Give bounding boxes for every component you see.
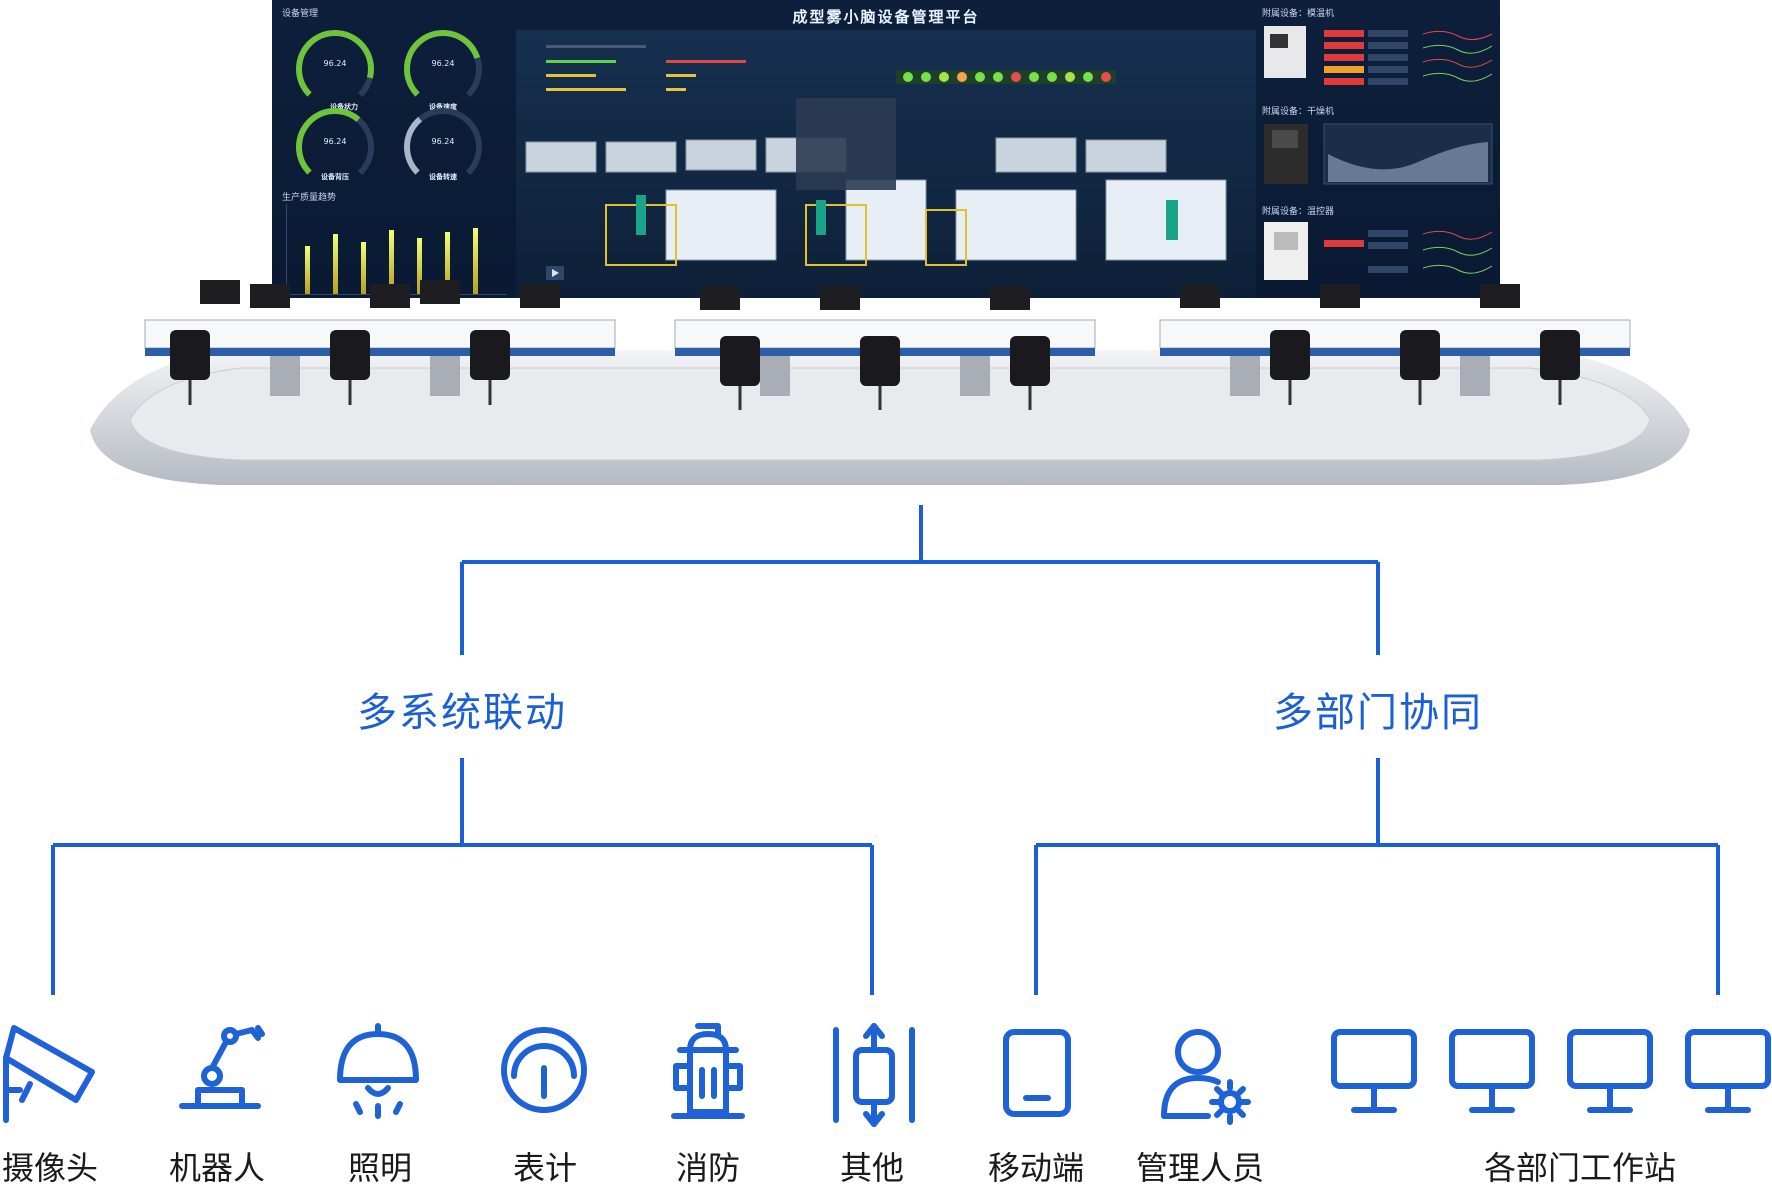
leaf-label-manager: 管理人员 — [1135, 1149, 1264, 1187]
leaf-label-fire: 消防 — [675, 1149, 740, 1187]
right-header-3: 附属设备：温控器 — [1262, 207, 1335, 217]
gauge-3-value: 96.24 — [323, 137, 347, 146]
gauge-1-caption: 设备状力 — [330, 103, 358, 111]
safety-fences — [605, 204, 967, 266]
monitor-icon — [1449, 1029, 1535, 1113]
control-room — [90, 280, 1690, 485]
fire-hydrant-icon — [671, 1023, 745, 1119]
lamp-icon — [337, 1023, 419, 1119]
quality-bar — [305, 246, 310, 294]
gauge-2-value: 96.24 — [431, 59, 455, 68]
dashboard-title: 成型雾小脑设备管理平台 — [792, 8, 980, 26]
gauge-4: 96.24 设备转速 — [398, 102, 488, 192]
leaf-label-camera: 摄像头 — [1, 1149, 98, 1187]
mobile-icon — [1003, 1029, 1071, 1117]
accessory-widgets — [1264, 26, 1493, 280]
gauge-2-dial — [404, 29, 482, 108]
branch-label-multi-system: 多系统联动 — [357, 690, 567, 736]
leaf-label-other: 其他 — [839, 1149, 904, 1187]
gauge-4-caption: 设备转速 — [429, 173, 457, 181]
monitor-icon — [1331, 1029, 1417, 1113]
chairs — [170, 330, 1580, 386]
dashboard-left-panel: 设备管理 96.24 设备状力 96.24 设备速度 — [276, 4, 516, 295]
quality-bar — [417, 238, 422, 294]
quality-bar — [333, 234, 338, 294]
camera-icon — [3, 1025, 95, 1123]
quality-bar — [361, 242, 366, 294]
quality-bar — [445, 231, 450, 294]
right-header-2: 附属设备：干燥机 — [1262, 107, 1335, 117]
drawer-units — [270, 356, 1490, 396]
chair-bases — [188, 380, 1562, 410]
quality-bar — [389, 230, 394, 294]
monitors — [200, 280, 1520, 310]
leaf-label-mobile: 移动端 — [987, 1149, 1084, 1187]
gauge-1-value: 96.24 — [323, 59, 347, 68]
dashboard-screen: 成型雾小脑设备管理平台 设备管理 96.24 设备状力 96.24 设备速度 — [272, 0, 1500, 298]
elevator-icon — [833, 1023, 915, 1127]
branch-label-multi-department: 多部门协同 — [1273, 690, 1483, 736]
leaf-label-robot: 机器人 — [168, 1149, 265, 1187]
leaf-label-meter: 表计 — [512, 1149, 577, 1187]
gauge-3-dial — [296, 108, 374, 186]
play-icon — [552, 269, 559, 277]
gauge-2-caption: 设备速度 — [429, 103, 457, 111]
robot-arm-icon — [179, 1025, 265, 1109]
monitor-icon — [1567, 1029, 1653, 1113]
quality-bar — [473, 228, 478, 294]
robot-arms — [636, 195, 1178, 240]
meter-icon — [501, 1027, 587, 1113]
manager-icon — [1161, 1029, 1251, 1125]
gauge-4-value: 96.24 — [431, 137, 455, 146]
factory-scene — [516, 30, 1256, 298]
status-rows-1 — [1324, 30, 1408, 85]
leaf-icons — [3, 1023, 1771, 1127]
left-panel-header: 设备管理 — [282, 9, 319, 19]
stats-block — [546, 45, 746, 91]
gauge-1: 96.24 设备状力 — [290, 24, 380, 114]
gauge-3: 96.24 设备背压 — [290, 102, 380, 192]
gauge-4-dial — [404, 108, 482, 186]
right-header-1: 附属设备：模温机 — [1262, 9, 1335, 19]
leaf-label-workstations: 各部门工作站 — [1483, 1149, 1676, 1187]
gauge-3-caption: 设备背压 — [321, 173, 349, 181]
gauge-1-dial — [296, 29, 374, 108]
monitor-icon — [1685, 1029, 1771, 1113]
gauge-2: 96.24 设备速度 — [398, 24, 488, 114]
dashboard-right-panel: 附属设备：模温机 附属设备：干燥机 附属设备：温控器 — [1258, 4, 1496, 294]
leaf-label-lighting: 照明 — [347, 1149, 412, 1187]
machine-info-card — [796, 98, 896, 190]
chart-header: 生产质量趋势 — [282, 193, 337, 203]
status-lights — [896, 70, 1116, 84]
